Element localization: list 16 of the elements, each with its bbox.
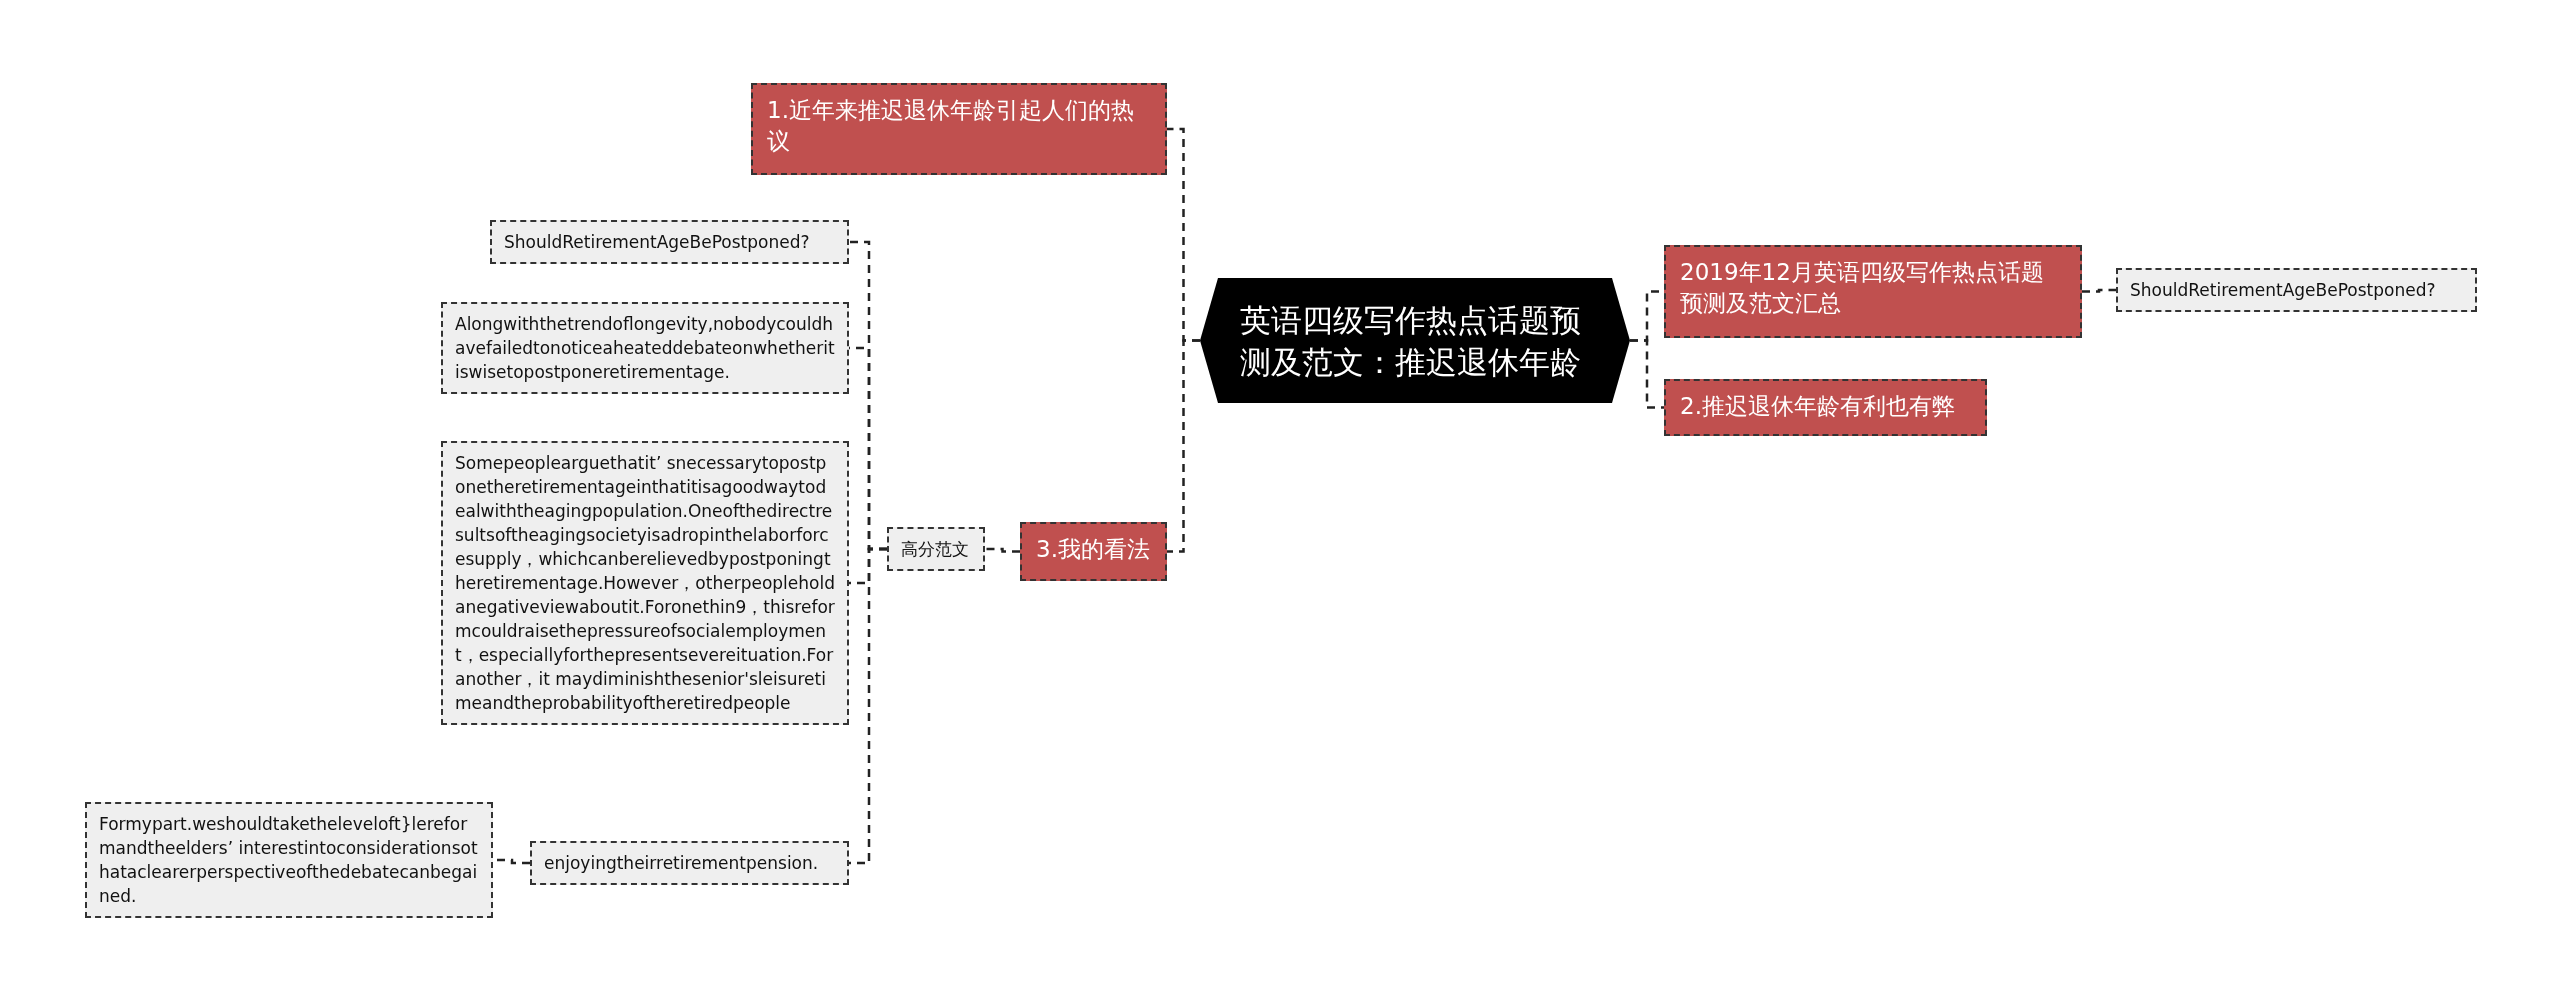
connector-line xyxy=(2082,288,2116,293)
subtopic-box: ShouldRetirementAgeBePostponed? xyxy=(490,220,849,264)
subtopic-box: Somepeoplearguethatit’ snecessarytopostponetheretirementageinthatitisagoodwaytodealwiththeagingpopulation.Oneofthedirectresultsoftheagingsocietyisadropinthelaborforcesupply，whichcanberelievedbypostponingtheretirementage.However，otherpeopleholdanegativeviewaboutit.Foronethin9，thisreformcouldraisethepressureofsocialemployment，especiallyforthepresentsevereituation.Foranother，it maydiminishthesenior'sleisuretimeandtheprobabilityoftheretiredpeople xyxy=(441,441,849,725)
subtopic-box: 高分范文 xyxy=(887,527,985,571)
connector-line xyxy=(985,547,1020,553)
topic-box: 3.我的看法 xyxy=(1020,522,1167,581)
subtopic-box: Formypart.weshouldtaketheleveloft}lereformandtheelders’ interestintoconsiderationsothataclearerperspectiveofthedebatecanbegained. xyxy=(85,802,493,918)
connector-line xyxy=(1630,339,1664,409)
subtopic-box: Alongwiththetrendoflongevity,nobodycouldhavefailedtonoticeaheateddebateonwhetheritiswisetopostponeretirementage. xyxy=(441,302,849,394)
connector-line xyxy=(1167,339,1200,553)
subtopic-box: enjoyingtheirretirementpension. xyxy=(530,841,849,885)
topic-box: 1.近年来推迟退休年龄引起人们的热议 xyxy=(751,83,1167,175)
topic-box: 2019年12月英语四级写作热点话题预测及范文汇总 xyxy=(1664,245,2082,338)
topic-box: 2.推迟退休年龄有利也有弊 xyxy=(1664,379,1987,436)
central-topic-box: 英语四级写作热点话题预测及范文：推迟退休年龄 xyxy=(1200,278,1630,403)
subtopic-box: ShouldRetirementAgeBePostponed? xyxy=(2116,268,2477,312)
